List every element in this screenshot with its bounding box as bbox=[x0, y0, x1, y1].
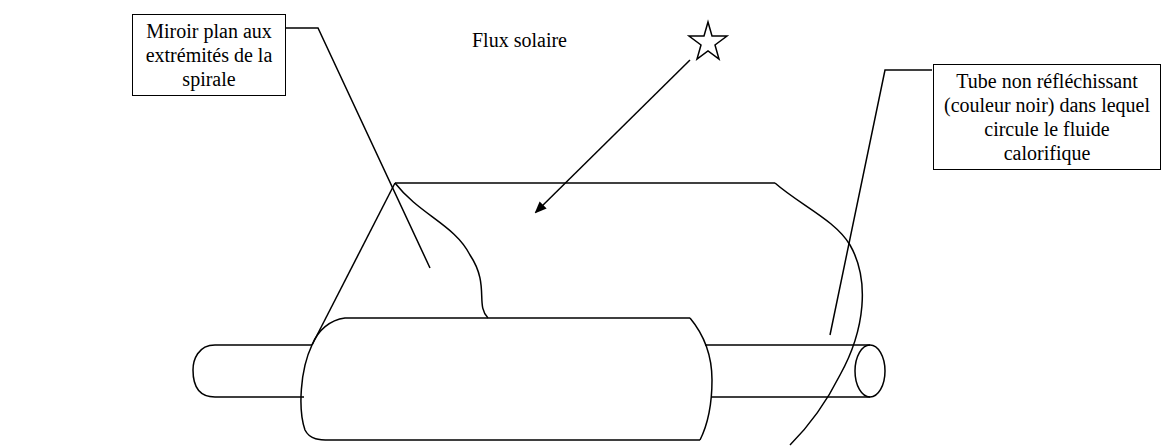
mirror-edge bbox=[395, 182, 775, 184]
spiral-body bbox=[690, 318, 712, 440]
leader-line bbox=[286, 28, 430, 268]
fluid-tube bbox=[193, 345, 312, 397]
spiral-body bbox=[312, 318, 690, 345]
spiral-body bbox=[301, 345, 700, 440]
mirror-spiral-end bbox=[395, 183, 488, 318]
fluid-tube bbox=[705, 345, 870, 397]
callout-text: Tube non réfléchissant (couleur noir) da… bbox=[942, 69, 1152, 165]
sun-star bbox=[689, 22, 727, 59]
callout-box: Miroir plan aux extrémités de la spirale bbox=[132, 14, 286, 96]
callout-text: Miroir plan aux extrémités de la spirale bbox=[141, 19, 277, 91]
tube-end bbox=[855, 345, 885, 397]
annotation-label: Flux solaire bbox=[470, 28, 569, 52]
mirror-spiral-end bbox=[775, 183, 862, 445]
callout-box: Tube non réfléchissant (couleur noir) da… bbox=[933, 64, 1161, 170]
leader-line bbox=[830, 70, 932, 335]
mirror-edge bbox=[312, 183, 395, 345]
sun-ray-arrow bbox=[536, 60, 690, 212]
